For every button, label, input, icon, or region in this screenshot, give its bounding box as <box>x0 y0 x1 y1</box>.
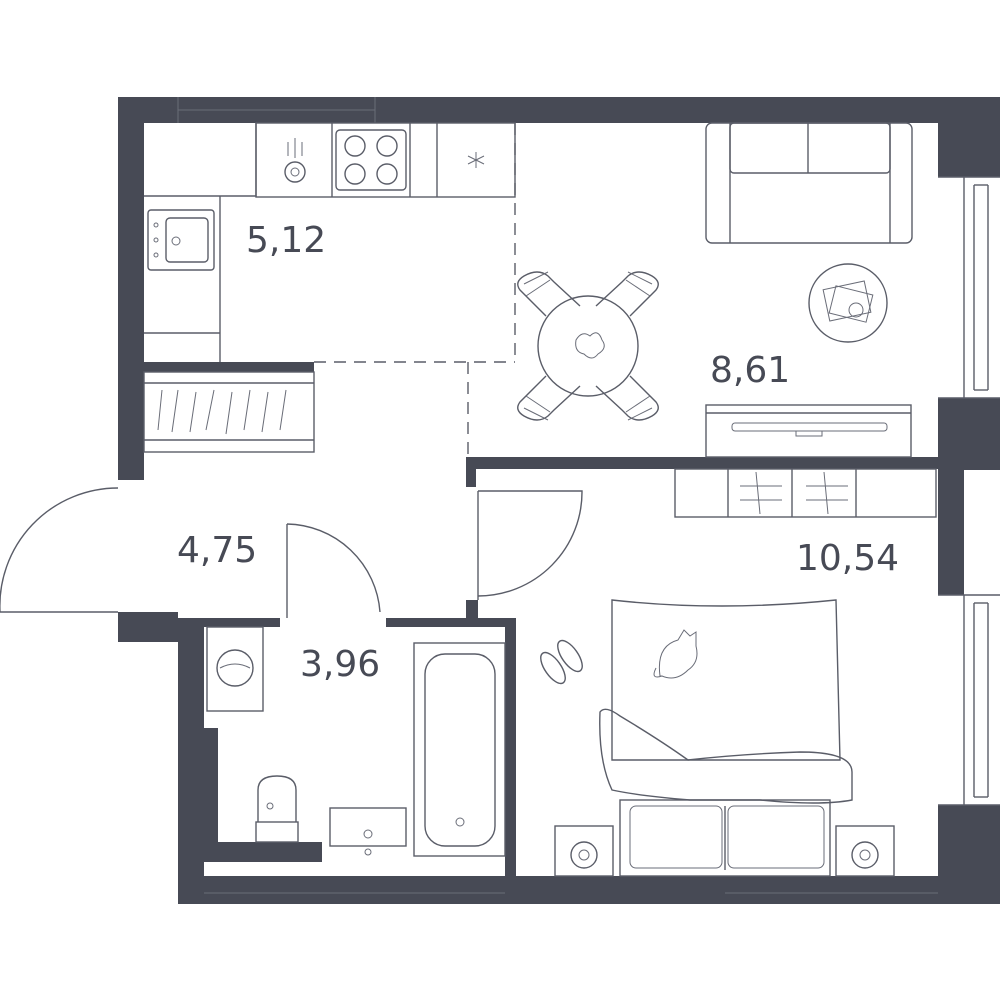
bathroom-fixtures <box>206 626 506 857</box>
wardrobe <box>143 371 315 453</box>
snowflake-icon <box>467 152 485 168</box>
bedroom-door <box>477 490 583 600</box>
area-labels: 5,12 8,61 4,75 3,96 10,54 <box>177 220 899 685</box>
left-wall-stub <box>118 612 178 642</box>
coffee-table <box>808 263 888 343</box>
bathroom-area-label: 3,96 <box>300 644 380 685</box>
corridor-stub <box>466 600 478 624</box>
dining-chair <box>595 271 659 317</box>
entrance-door <box>0 487 119 613</box>
kitchen-area-label: 5,12 <box>246 220 326 261</box>
washbasin <box>329 807 407 856</box>
kitchen-furniture <box>143 122 516 453</box>
window-right-lower <box>938 594 1000 806</box>
dining-chair <box>595 375 659 421</box>
window-right-upper <box>938 176 1000 399</box>
bathroom-top-wall-right <box>386 618 516 627</box>
living-area-label: 8,61 <box>710 350 790 391</box>
doors <box>0 487 583 618</box>
cat-icon <box>653 629 698 679</box>
right-wall-top <box>938 97 1000 177</box>
dining-table <box>517 271 659 421</box>
bathroom-right-wall <box>505 618 516 876</box>
right-wall-low <box>938 465 964 595</box>
bathroom-shaft <box>204 728 322 862</box>
bedroom-furniture <box>540 468 937 877</box>
left-wall-upper <box>118 97 144 480</box>
bed <box>599 599 853 877</box>
sink-icon <box>147 209 215 271</box>
bedroom-wardrobe <box>674 468 937 518</box>
dining-chair <box>517 375 581 421</box>
windows <box>177 97 1000 894</box>
sofa <box>705 122 913 244</box>
zone-dividers <box>314 123 516 457</box>
hallway-area-label: 4,75 <box>177 530 257 571</box>
living-bedroom-partition <box>468 457 938 469</box>
walls <box>118 97 1000 904</box>
partition-stub <box>466 457 476 487</box>
living-furniture <box>517 122 913 458</box>
faucet-icon <box>284 138 306 183</box>
right-wall-mid <box>938 398 1000 470</box>
nightstand-left <box>554 825 614 877</box>
bathtub <box>413 642 506 857</box>
right-wall-bottom <box>938 805 1000 904</box>
bathroom-top-wall-left <box>178 618 280 627</box>
bedroom-area-label: 10,54 <box>796 538 899 579</box>
wardrobe-partition <box>144 362 314 372</box>
tv-stand <box>705 404 912 458</box>
washing-machine <box>206 626 264 712</box>
stove-icon <box>335 129 407 191</box>
nightstand-right <box>835 825 895 877</box>
bathroom-left-wall <box>178 618 204 904</box>
bathroom-door <box>286 523 381 618</box>
toilet <box>255 775 299 843</box>
bottom-wall <box>178 876 1000 904</box>
slippers <box>540 639 583 685</box>
dining-chair <box>517 271 581 317</box>
